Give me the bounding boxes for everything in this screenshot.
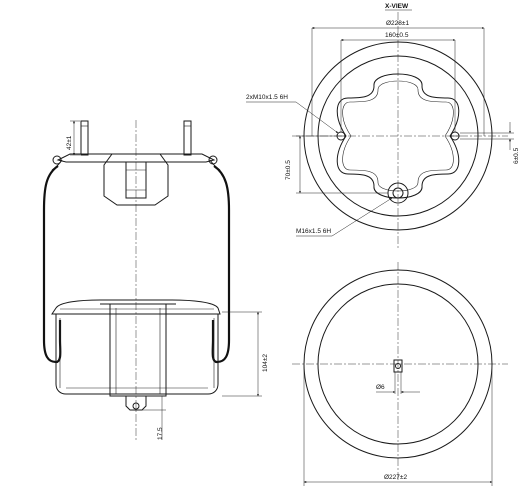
stud-right — [183, 120, 192, 156]
stud-height-label: 42±1 — [66, 135, 73, 150]
piston-tube — [100, 303, 176, 397]
total-height-label: 104±2 — [262, 354, 269, 372]
bottom-view: Ø6 Ø227±2 — [292, 262, 508, 486]
top-view: X-VIEW Ø228±1 160±0.5 — [246, 3, 520, 250]
top-plate — [56, 153, 216, 163]
dim-inner-pcd: 160±0.5 — [340, 32, 456, 132]
side-section-view: 42±1 104±2 17.5 — [42, 120, 269, 440]
bellow-left — [42, 165, 62, 364]
stud-left — [80, 120, 89, 156]
clover-inner — [342, 80, 454, 192]
dim-bottom-diameter: Ø227±2 — [303, 364, 493, 486]
left-offset-label: 70±0.5 — [285, 160, 292, 180]
bottom-diameter-label: Ø227±2 — [384, 474, 407, 481]
bottom-piston-circle — [317, 283, 479, 445]
bottom-hole — [393, 359, 403, 373]
right-offset-label: 6±0.5 — [513, 147, 520, 164]
x-view-title: X-VIEW — [385, 3, 409, 10]
center-boss — [103, 153, 169, 206]
center-thread-label: M16x1.5 6H — [296, 228, 331, 235]
bellow-right — [211, 165, 231, 364]
inner-pcd-label: 160±0.5 — [385, 32, 409, 39]
dim-top-diameter: Ø228±1 — [311, 20, 485, 136]
dim-hole-diameter: Ø6 — [376, 372, 420, 394]
hole-diameter-label: Ø6 — [376, 384, 385, 391]
leader-center-thread: M16x1.5 6H — [296, 197, 393, 237]
dim-left-offset: 70±0.5 — [285, 135, 388, 194]
bottom-offset-label: 17.5 — [157, 427, 164, 440]
dim-bottom-offset: 17.5 — [136, 395, 166, 440]
stud-thread-label: 2xM10x1.5 6H — [246, 94, 288, 101]
leader-stud-thread: 2xM10x1.5 6H — [246, 94, 339, 134]
piston-flange — [51, 299, 221, 315]
dim-stud-height: 42±1 — [66, 120, 80, 156]
top-diameter-label: Ø228±1 — [386, 20, 409, 27]
dim-total-height: 104±2 — [222, 311, 269, 397]
piston-body — [55, 314, 219, 395]
clover-plate — [336, 73, 460, 199]
dim-right-offset: 6±0.5 — [460, 122, 520, 164]
